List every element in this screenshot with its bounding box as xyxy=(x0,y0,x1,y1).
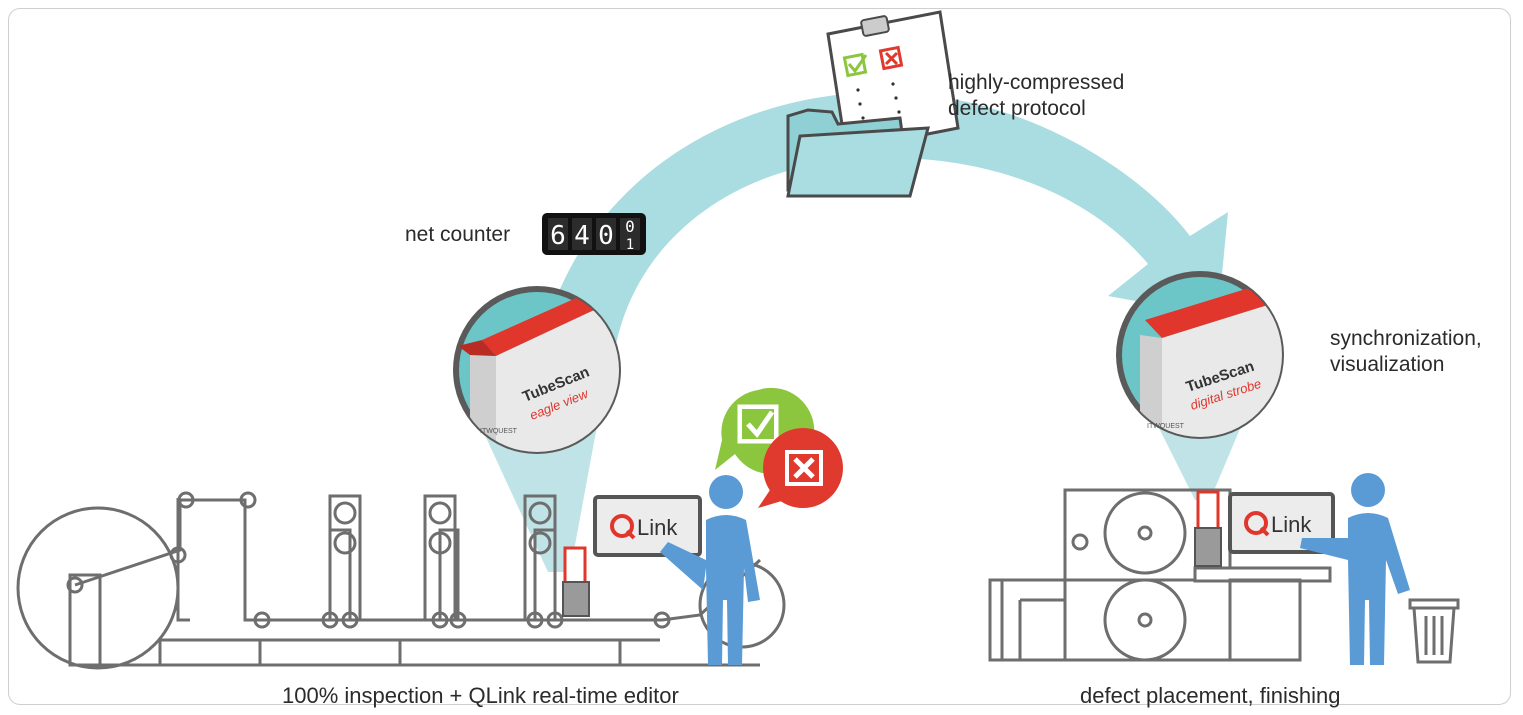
qlink-monitor-left: Link xyxy=(593,495,702,557)
printing-press-machine xyxy=(16,491,786,670)
sync-label-line-1: synchronization, xyxy=(1330,327,1482,350)
left-caption: 100% inspection + QLink real-time editor xyxy=(282,683,679,708)
protocol-label: highly-compressed defect protocol xyxy=(948,70,1124,122)
operator-left-person xyxy=(660,475,760,665)
data-flow-arc xyxy=(537,92,1228,370)
trash-bin-icon xyxy=(1408,598,1460,664)
right-caption: defect placement, finishing xyxy=(1080,683,1341,708)
protocol-label-line-1: highly-compressed xyxy=(948,71,1125,94)
protocol-label-line-2: defect protocol xyxy=(948,97,1086,120)
counter-digit-3: 0 xyxy=(598,221,614,251)
qlink-left-label: Link xyxy=(637,515,678,540)
net-counter-label: net counter xyxy=(405,223,511,246)
finishing-machine xyxy=(988,488,1332,662)
counter-digit-1: 6 xyxy=(550,221,566,251)
svg-text:ITWQUEST: ITWQUEST xyxy=(1147,423,1185,430)
svg-text:ITWQUEST: ITWQUEST xyxy=(480,428,518,435)
inline-scanner-left xyxy=(562,546,590,617)
camera-right-circle xyxy=(1116,271,1284,439)
sync-label-line-2: visualization xyxy=(1330,353,1445,376)
counter-digit-4: 0 xyxy=(625,217,635,236)
counter-rolling-digit: 1 xyxy=(626,237,634,253)
sync-label: synchronization, visualization xyxy=(1330,326,1482,378)
protocol-clipboard-icon xyxy=(826,10,960,152)
inline-scanner-right xyxy=(1194,490,1222,567)
operator-right-person xyxy=(1300,473,1410,665)
inspection-beam-left xyxy=(478,410,600,572)
counter-digit-2: 4 xyxy=(574,221,590,251)
qlink-monitor-right: Link xyxy=(1228,492,1335,554)
approval-bubbles xyxy=(715,387,843,508)
net-counter-display: 6 4 0 0 1 xyxy=(542,213,646,255)
qlink-right-label: Link xyxy=(1271,512,1312,537)
protocol-folder-icon xyxy=(786,108,930,198)
